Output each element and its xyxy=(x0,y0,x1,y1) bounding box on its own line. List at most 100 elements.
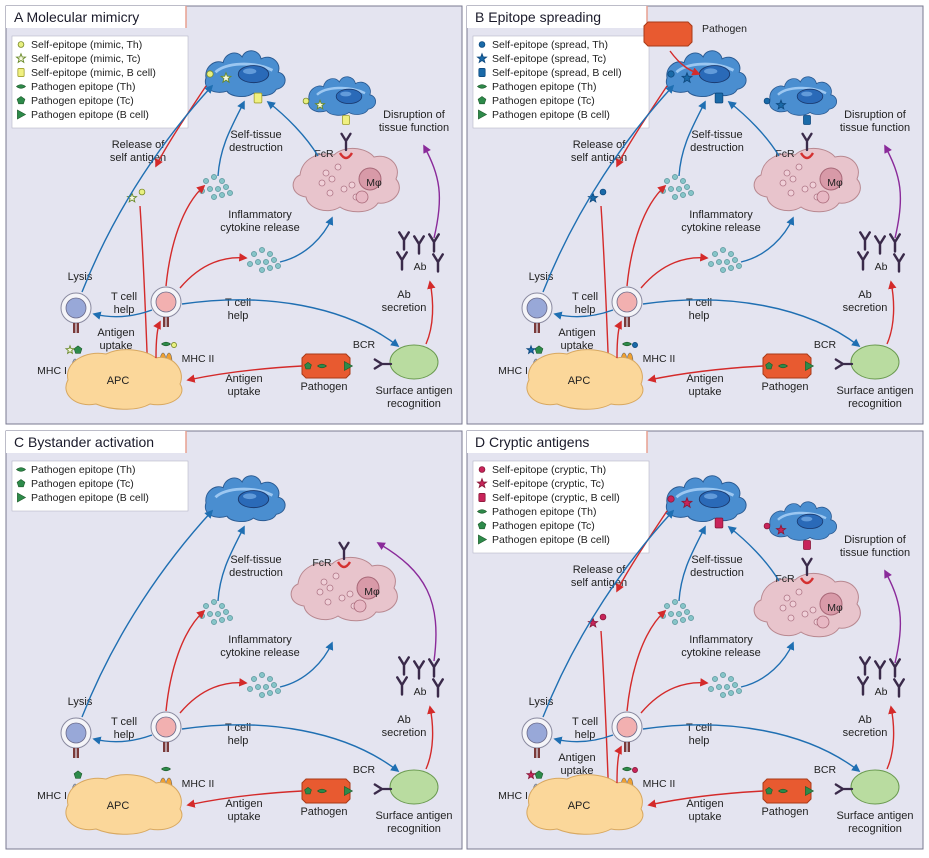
pentagon-icon xyxy=(73,770,83,779)
macrophage-vacuole xyxy=(816,615,830,629)
legend-item: Self-epitope (spread, B cell) xyxy=(492,67,622,79)
cylinder-icon xyxy=(714,517,724,529)
cytokine-dot xyxy=(219,178,225,184)
triangle-icon xyxy=(478,534,488,545)
circle-icon xyxy=(763,97,771,105)
th-to-tc-arrow xyxy=(92,734,153,745)
tissue-cell-nucleus xyxy=(237,490,270,509)
cytokine-dot xyxy=(732,682,738,688)
apc-cell-body xyxy=(65,774,183,835)
th-to-tc-arrow xyxy=(553,734,614,745)
macrophage-to-tissue-arrow xyxy=(266,100,319,157)
antibody-shape xyxy=(428,233,440,253)
cytokine-to-tissue-arrow xyxy=(678,100,706,177)
legend-box xyxy=(11,460,189,512)
apc-cell: APC xyxy=(526,774,644,835)
macrophage-label: Mφ xyxy=(364,586,380,598)
cytokine-dot xyxy=(219,603,225,609)
cytokine-dot xyxy=(215,186,221,192)
antibody-icon xyxy=(396,251,408,271)
pentagon-icon xyxy=(16,96,26,105)
macrophage-icon xyxy=(292,148,400,213)
macrophage-granule xyxy=(801,185,809,193)
bcell-to-antibody-arrow xyxy=(886,705,897,770)
lysis-label: Lysis xyxy=(529,696,554,708)
cytokine-dot xyxy=(736,688,742,694)
cytokine-dot xyxy=(688,615,694,621)
antigen-uptake-bottom-label-line: Antigen xyxy=(225,798,262,810)
tc-cell xyxy=(521,717,553,758)
antibody-icon xyxy=(857,676,869,696)
tc-lysis-arrow xyxy=(542,84,675,293)
cytokine-dot xyxy=(219,192,225,198)
circle-icon xyxy=(632,767,638,773)
antibody-shape xyxy=(396,251,408,271)
macrophage-granule xyxy=(795,163,803,171)
legend-item: Pathogen epitope (B cell) xyxy=(31,492,149,504)
cytokine-label-line: cytokine release xyxy=(681,647,761,659)
eye-icon xyxy=(161,341,171,347)
tissue-cell-1-icon xyxy=(665,475,747,522)
antibody-shape xyxy=(398,231,410,251)
triangle-icon xyxy=(344,360,354,372)
tissue-cell-2-icon xyxy=(769,501,837,541)
t-cell-nucleus xyxy=(65,722,87,744)
apc-to-th-arrow xyxy=(153,320,161,359)
circle-icon xyxy=(17,41,25,48)
triangle-icon xyxy=(805,360,815,372)
antibody-shape xyxy=(373,358,393,370)
legend-item: Pathogen epitope (Th) xyxy=(492,81,597,93)
bcr-icon xyxy=(373,358,393,370)
legend-item: Self-epitope (cryptic, Tc) xyxy=(492,478,604,490)
ab-secretion-label-line: Ab xyxy=(397,714,410,726)
th-to-cytokine1-arrow xyxy=(626,184,667,287)
cytokine-to-macrophage-arrow xyxy=(740,641,795,688)
cytokine-cluster-2 xyxy=(708,672,742,698)
star-icon xyxy=(314,99,326,110)
destruction-label-line: Self-tissue xyxy=(691,129,742,141)
apc-to-th-arrow xyxy=(614,745,622,784)
legend-item: Pathogen epitope (Th) xyxy=(31,81,136,93)
mhc1-label: MHC I xyxy=(498,790,528,802)
antibody-icon xyxy=(413,235,425,255)
legend-item: Self-epitope (spread, Tc) xyxy=(492,53,606,65)
bcell-to-antibody-arrow xyxy=(425,280,436,345)
release-label-line: Release of xyxy=(573,564,627,576)
cytokine-dot xyxy=(259,247,265,253)
tcell-help-left-label-line: help xyxy=(575,304,596,316)
circle-icon xyxy=(138,188,146,196)
th-to-cytokine1-arrow xyxy=(165,184,206,287)
macrophage-granule xyxy=(795,588,803,596)
cytokine-to-tissue-arrow xyxy=(217,100,245,177)
disruption-label-line: tissue function xyxy=(840,547,910,559)
eye-icon xyxy=(622,766,632,772)
recognition-label-line: recognition xyxy=(848,823,902,835)
eye-icon xyxy=(16,84,26,89)
tcell-help-left-label-line: help xyxy=(114,304,135,316)
cytokine-dot xyxy=(728,676,734,682)
cytokine-dot xyxy=(211,174,217,180)
antibody-icon xyxy=(874,235,886,255)
antibody-shape xyxy=(857,676,869,696)
antibody-icon xyxy=(432,253,444,273)
tcr-right xyxy=(537,323,540,333)
legend-item: Pathogen epitope (B cell) xyxy=(31,109,149,121)
pentagon-icon xyxy=(534,345,544,354)
tcell-help-left-label-line: help xyxy=(114,729,135,741)
antibody-shape xyxy=(893,253,905,273)
cytokine-dot xyxy=(259,692,265,698)
fcr-receptor-icon xyxy=(799,577,815,585)
macrophage-granule xyxy=(340,185,348,193)
cylinder-icon xyxy=(478,493,486,502)
ab-label: Ab xyxy=(875,686,888,698)
antibody-icon xyxy=(889,658,901,678)
destruction-label-line: destruction xyxy=(690,567,744,579)
macrophage-nucleus xyxy=(819,592,843,616)
